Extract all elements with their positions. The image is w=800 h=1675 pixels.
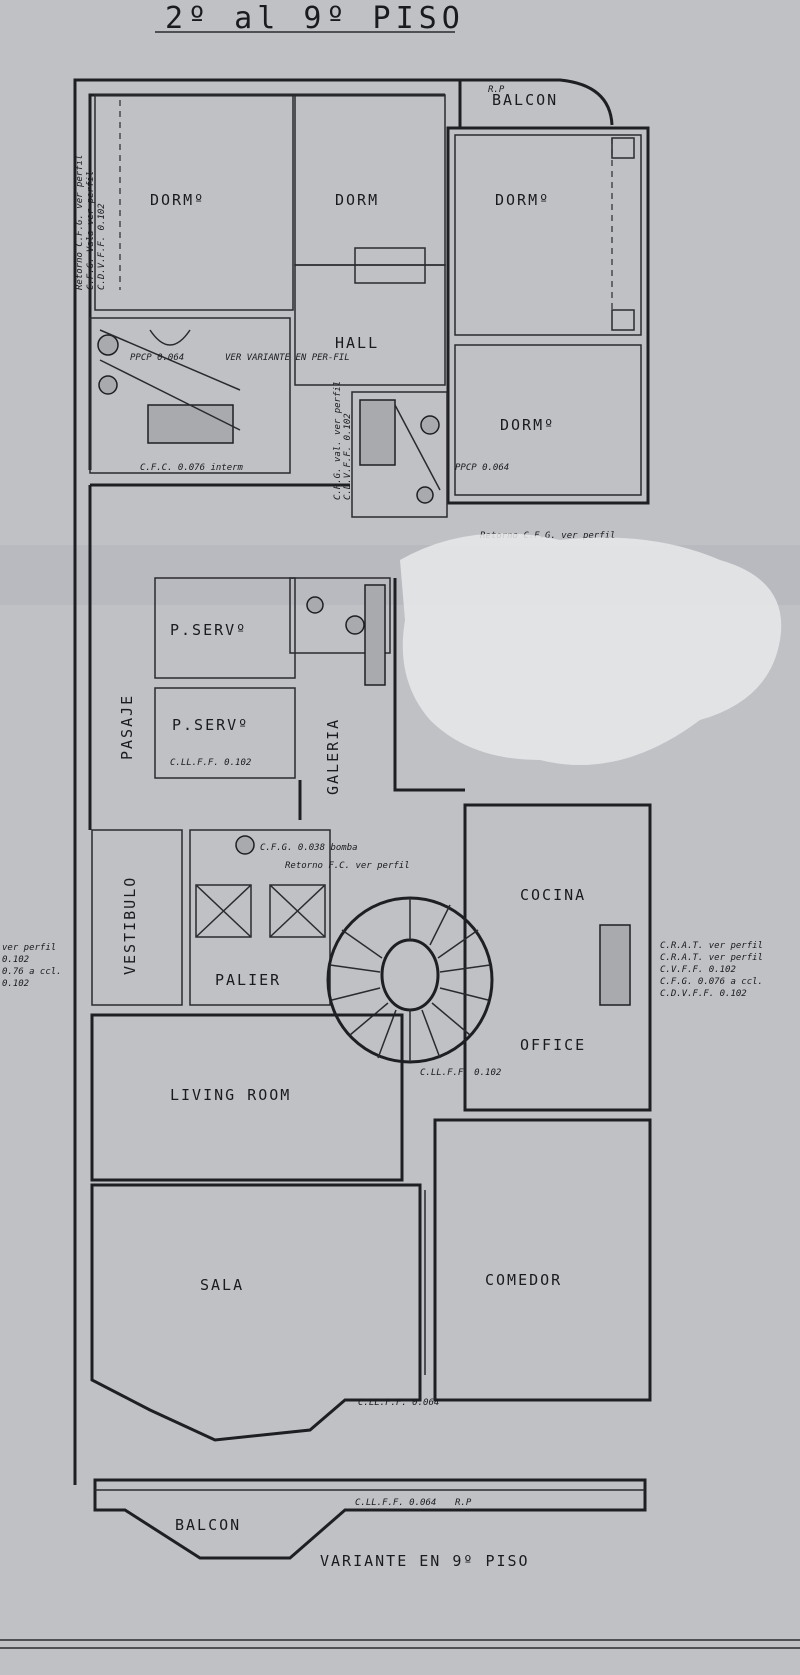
- label-pasaje: PASAJE: [118, 694, 136, 760]
- note-right-3: C.V.F.F. 0.102: [660, 965, 736, 975]
- note-serv: C.LL.F.F. 0.102: [170, 758, 251, 768]
- note-right-2: C.R.A.T. ver perfil: [660, 953, 763, 963]
- note-right-1: C.R.A.T. ver perfil: [660, 941, 763, 951]
- hall-outline: [294, 264, 446, 386]
- pipe-run-left: [99, 359, 241, 431]
- label-rp-bottom: R.P: [455, 1498, 472, 1508]
- note-ppcp-2: PPCP 0.064: [455, 463, 509, 473]
- outer-wall-top-left: [73, 78, 460, 470]
- plan-title: 2º al 9º PISO: [165, 1, 465, 36]
- serv-bath-outline: [289, 577, 391, 654]
- elevator-2-icon: [269, 884, 326, 938]
- note-office: C.LL.F.F. 0.102: [420, 1068, 501, 1078]
- label-dorm-1: DORMº: [150, 191, 205, 209]
- label-dorm-4: DORMº: [500, 416, 555, 434]
- label-serv-1: P.SERVº: [170, 621, 247, 639]
- serv-shaft-icon: [364, 584, 386, 686]
- sala-outline: [90, 1183, 422, 1442]
- note-sala: C.LL.F.F. 0.064: [358, 1398, 439, 1408]
- label-variante: VARIANTE EN 9º PISO: [320, 1552, 530, 1570]
- label-dorm-2: DORM: [335, 191, 379, 209]
- note-left-1: ver perfil: [2, 943, 56, 953]
- note-left-vertical-1: Retorno C.F.G. ver perfil: [75, 155, 85, 290]
- label-balcon-top: BALCON: [492, 91, 558, 109]
- toilet-center-icon: [420, 415, 440, 435]
- label-office: OFFICE: [520, 1036, 586, 1054]
- serv-toilet-icon: [306, 596, 324, 614]
- note-ver-variante: VER VARIANTE EN PER-FIL: [225, 353, 350, 363]
- bathtub-center-icon: [359, 399, 396, 466]
- note-hall-vertical-1: C.R.G. val. ver perfil: [333, 381, 343, 500]
- label-dorm-3: DORMº: [495, 191, 550, 209]
- serv-2-outline: [154, 687, 296, 779]
- label-balcon-bottom: BALCON: [175, 1516, 241, 1534]
- door-swing-left-icon: [149, 329, 191, 346]
- pipe-run-left-2: [99, 329, 241, 391]
- note-left-vertical-2: C.F.G. Vala ver perfil: [86, 171, 96, 290]
- bath-left-outline: [89, 317, 291, 474]
- serv-1-outline: [154, 577, 296, 679]
- right-dorm-block: [446, 126, 650, 505]
- label-rp-top: R.P: [488, 85, 505, 95]
- label-serv-2: P.SERVº: [172, 716, 249, 734]
- label-sala: SALA: [200, 1276, 244, 1294]
- note-left-2: 0.102: [2, 955, 29, 965]
- label-living: LIVING ROOM: [170, 1086, 291, 1104]
- kitchen-fixtures-icon: [599, 924, 631, 1006]
- pipe-run-center: [394, 404, 441, 491]
- elevator-1-icon: [195, 884, 252, 938]
- pump-icon: [235, 835, 255, 855]
- label-comedor: COMEDOR: [485, 1271, 562, 1289]
- dorm-1-outline: [94, 94, 294, 311]
- bath-center-outline: [351, 391, 448, 518]
- note-bomba: C.F.G. 0.038 bomba: [260, 843, 358, 853]
- note-retorno-right: Retorno C.F.G. ver perfil: [480, 531, 615, 541]
- label-vestibulo: VESTIBULO: [121, 876, 139, 975]
- note-cfc-interm: C.F.C. 0.076 interm: [140, 463, 244, 473]
- comedor-outline: [433, 1118, 652, 1402]
- balcony-top-outline: [460, 78, 614, 126]
- note-right-4: C.F.G. 0.076 a ccl.: [660, 977, 763, 987]
- note-ppcp: PPCP 0.064: [130, 353, 184, 363]
- elevator-1-x-2: [195, 884, 252, 938]
- bathtub-left-icon: [147, 404, 234, 444]
- bidet-left-icon: [98, 375, 118, 395]
- bidet-center-icon: [416, 486, 434, 504]
- label-palier: PALIER: [215, 971, 281, 989]
- toilet-left-icon: [97, 334, 119, 356]
- label-cocina: COCINA: [520, 886, 586, 904]
- cocina-office-block: [463, 803, 652, 1112]
- elevator-2-x-2: [269, 884, 326, 938]
- dorm-4-outline: [454, 344, 642, 496]
- note-left-4: 0.102: [2, 979, 29, 989]
- erased-area: [400, 533, 782, 765]
- galeria-right-wall: [393, 578, 465, 792]
- elevator-lobby-outline: [189, 829, 331, 1006]
- spiral-staircase: [326, 896, 494, 1064]
- note-balcon: C.LL.F.F. 0.064: [355, 1498, 436, 1508]
- label-galeria: GALERIA: [324, 718, 342, 795]
- note-hall-vertical-2: C.D.V.F.F. 0.102: [343, 413, 353, 500]
- note-retorno-mid: Retorno F.C. ver perfil: [285, 861, 410, 871]
- dorm-3-column-bottom: [611, 309, 635, 331]
- label-hall: HALL: [335, 334, 379, 352]
- note-left-3: 0.76 a ccl.: [2, 967, 62, 977]
- note-right-5: C.D.V.F.F. 0.102: [660, 989, 747, 999]
- dorm-3-outline: [454, 134, 642, 336]
- serv-sink-icon: [345, 615, 365, 635]
- note-left-vertical-3: C.D.V.F.F. 0.102: [97, 203, 107, 290]
- living-room-outline: [90, 1013, 404, 1182]
- dorm-3-column-top: [611, 137, 635, 159]
- vestibulo-outline: [91, 829, 183, 1006]
